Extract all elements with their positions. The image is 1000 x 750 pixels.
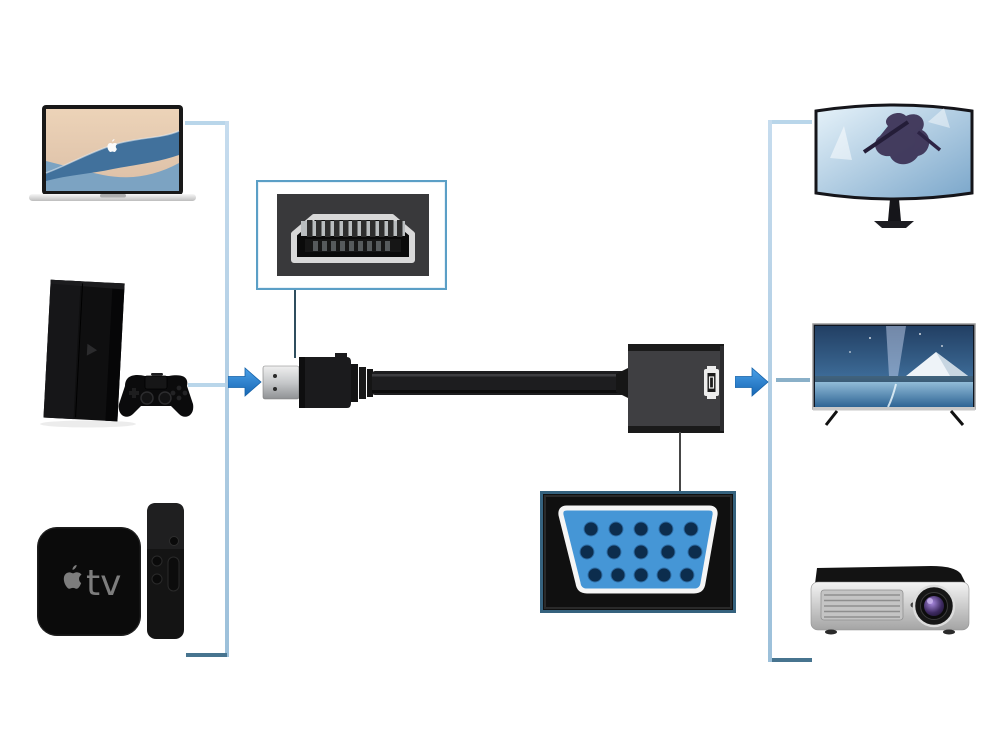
vga-socket-icon xyxy=(704,366,719,399)
console-body xyxy=(43,279,125,422)
line-macbook xyxy=(185,121,227,125)
apple-tv-box-icon: tv xyxy=(37,503,184,639)
adapter-strain-relief xyxy=(351,364,373,402)
tv-art xyxy=(815,326,973,408)
curved-gaming-monitor-icon xyxy=(814,103,974,228)
gamepad-icon xyxy=(118,373,194,417)
line-curved-monitor xyxy=(772,120,812,124)
blue-right-arrow-icon xyxy=(735,367,769,397)
monitor-stand xyxy=(888,199,901,221)
game-art xyxy=(830,108,950,165)
projector-lid xyxy=(815,566,966,584)
line-ps4 xyxy=(188,383,225,387)
flat-screen-tv-icon xyxy=(812,323,976,426)
tv-left-leg xyxy=(824,410,839,426)
game-console-icon xyxy=(40,279,194,428)
line-projector xyxy=(772,658,812,662)
apple-tv-body xyxy=(37,527,141,636)
siri-remote-icon xyxy=(147,503,184,639)
hdmi-connector-closeup xyxy=(256,180,447,290)
vga-pin-holes xyxy=(579,521,703,583)
apple-tv-label: tv xyxy=(86,563,121,604)
hdmi-callout-line xyxy=(294,290,296,358)
hdmi-male-plug-icon xyxy=(262,353,351,408)
adapter-cable xyxy=(372,371,630,395)
blue-right-arrow-icon xyxy=(228,367,262,397)
vga-port-face-icon xyxy=(543,494,733,610)
vga-callout-line xyxy=(679,432,681,492)
line-right-vertical xyxy=(768,120,772,662)
vga-converter-body xyxy=(616,344,724,433)
line-left-vertical xyxy=(225,121,229,657)
projector-lens xyxy=(912,584,956,628)
hdmi-closeup-background xyxy=(277,194,429,276)
tv-right-leg xyxy=(949,410,965,426)
macbook-laptop-icon xyxy=(29,105,196,201)
projector-icon xyxy=(810,566,970,635)
projector-vent xyxy=(820,589,904,621)
line-apple-tv xyxy=(186,653,227,657)
hdmi-to-vga-adapter-icon xyxy=(262,344,724,433)
ps-logo-icon xyxy=(86,343,98,356)
hdmi-pins-bottom-row xyxy=(313,241,390,251)
line-flat-tv xyxy=(776,378,810,382)
hdmi-connector-face-icon xyxy=(291,214,415,263)
hdmi-pins-top-row xyxy=(307,220,403,237)
vga-port-closeup xyxy=(540,491,736,613)
